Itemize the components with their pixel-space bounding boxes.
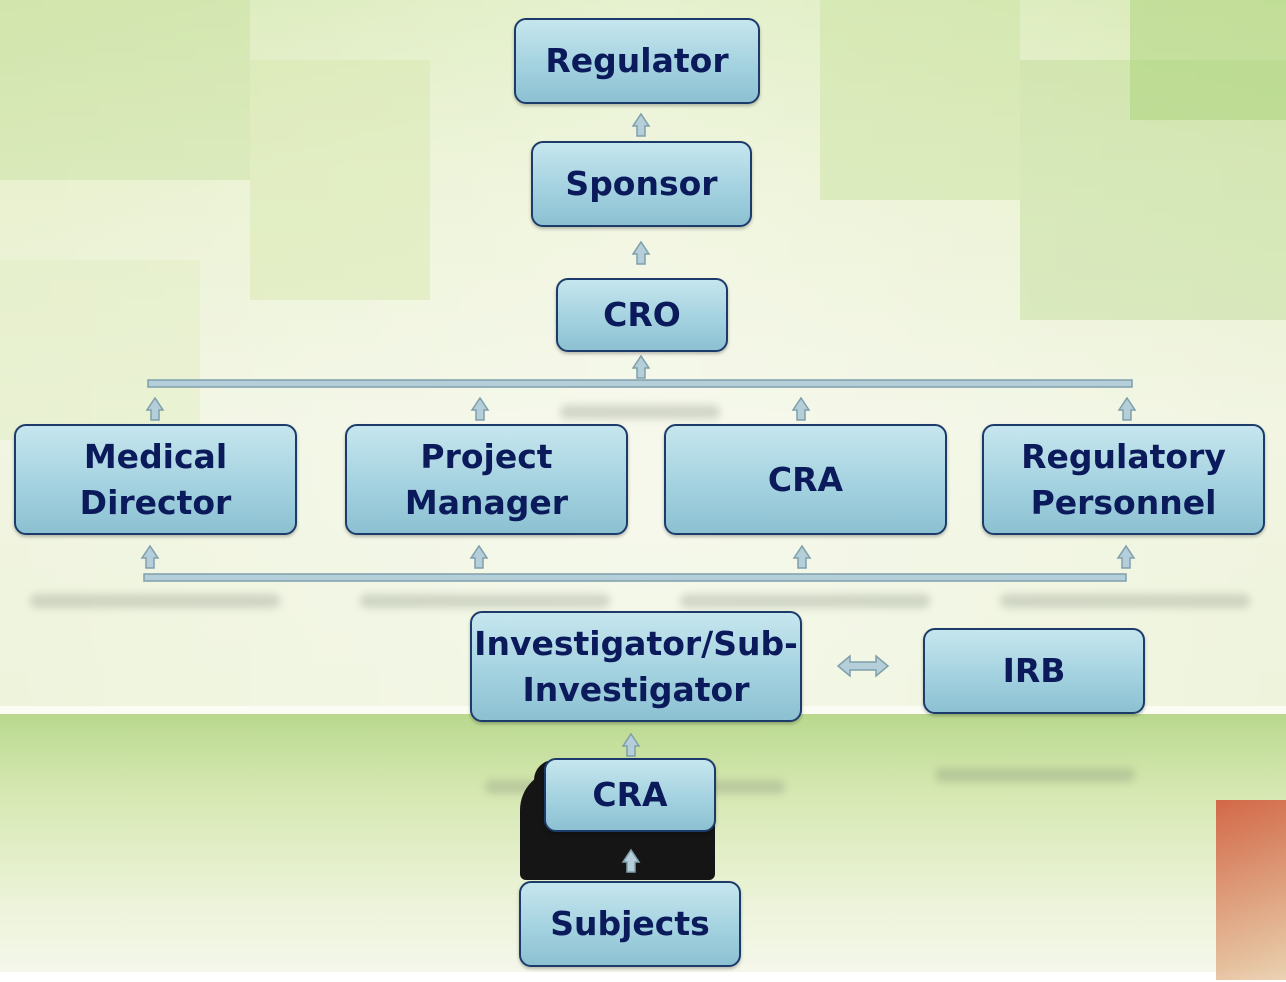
node-cra-top: CRA xyxy=(664,424,947,535)
arrow-up-icon xyxy=(470,545,488,569)
arrow-up-icon xyxy=(141,545,159,569)
lower-connector-bar xyxy=(143,573,1127,582)
node-label: CRA xyxy=(767,459,844,499)
node-medical-director: Medical Director xyxy=(14,424,297,535)
node-label-line: Investigator/Sub- xyxy=(474,623,798,663)
node-label-line: Medical xyxy=(83,436,228,476)
bottom-strip xyxy=(0,972,1286,982)
background-tile xyxy=(0,0,250,180)
node-project-manager: Project Manager xyxy=(345,424,628,535)
background-tile xyxy=(820,0,1020,200)
node-label-line: Regulatory xyxy=(1021,436,1226,476)
arrow-up-icon xyxy=(622,849,640,873)
arrow-up-icon xyxy=(792,397,810,421)
arrow-up-icon xyxy=(471,397,489,421)
node-label: Sponsor xyxy=(565,164,718,203)
arrow-up-icon xyxy=(146,397,164,421)
corner-decoration xyxy=(1216,800,1286,980)
arrow-up-icon xyxy=(1117,545,1135,569)
reflection xyxy=(1000,594,1250,608)
node-regulatory-personnel: Regulatory Personnel xyxy=(982,424,1265,535)
arrow-up-icon xyxy=(622,733,640,757)
arrow-up-icon xyxy=(632,241,650,265)
reflection xyxy=(935,768,1135,782)
arrow-up-icon xyxy=(632,113,650,137)
double-arrow-icon xyxy=(836,654,890,678)
node-label: CRA xyxy=(592,775,668,814)
node-label: Regulator xyxy=(545,41,729,80)
node-label-line: Project xyxy=(420,436,553,476)
upper-connector-bar xyxy=(147,379,1133,388)
node-label-line: Personnel xyxy=(1030,482,1217,522)
arrow-up-icon xyxy=(632,355,650,379)
node-label-line: Director xyxy=(79,482,232,522)
node-investigator: Investigator/Sub- Investigator xyxy=(470,611,802,722)
reflection xyxy=(30,594,280,608)
node-irb: IRB xyxy=(923,628,1145,714)
arrow-up-icon xyxy=(1118,397,1136,421)
background-tile xyxy=(0,260,200,440)
node-cro: CRO xyxy=(556,278,728,352)
node-label: CRO xyxy=(603,295,681,334)
reflection xyxy=(560,405,720,419)
node-label-line: Investigator xyxy=(522,669,750,709)
node-label-line: Manager xyxy=(404,482,569,522)
arrow-up-icon xyxy=(793,545,811,569)
node-sponsor: Sponsor xyxy=(531,141,752,227)
background-tile xyxy=(1130,0,1286,120)
node-subjects: Subjects xyxy=(519,881,741,967)
node-label: IRB xyxy=(1002,651,1066,690)
node-cra-bottom: CRA xyxy=(544,758,716,832)
reflection xyxy=(680,594,930,608)
node-regulator: Regulator xyxy=(514,18,760,104)
reflection xyxy=(360,594,610,608)
background-tile xyxy=(250,60,430,300)
node-label: Subjects xyxy=(550,904,710,943)
